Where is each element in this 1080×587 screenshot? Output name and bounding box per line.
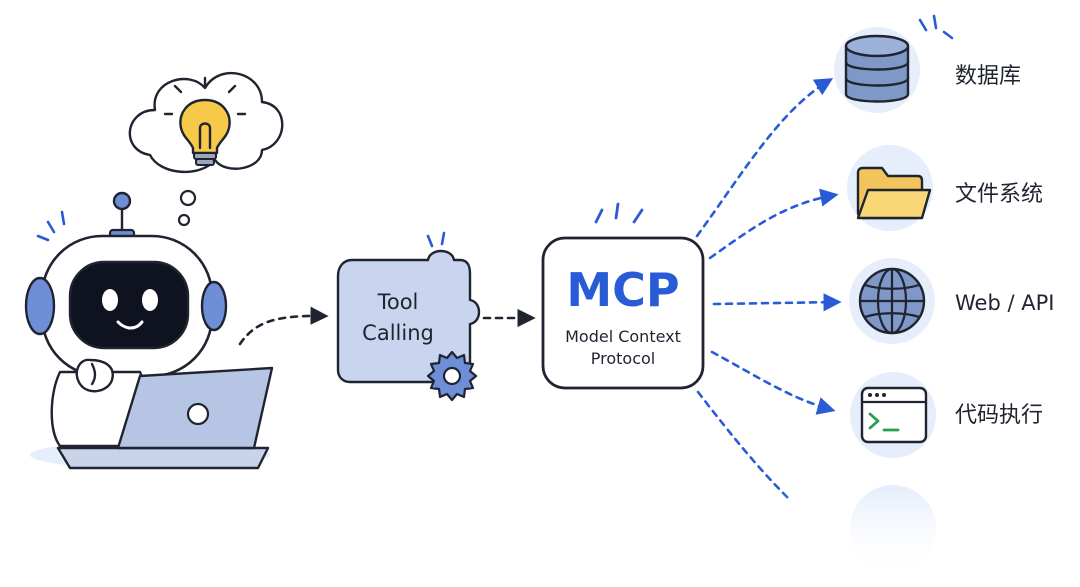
- robot-ear-left: [24, 276, 56, 336]
- edge-mcp-to-web: [712, 293, 842, 312]
- edge-mcp-to-code: [710, 350, 836, 415]
- edge-mcp-to-more: [696, 390, 792, 502]
- mcp-node: MCP Model Context Protocol: [541, 202, 705, 390]
- lightbulb-icon: [163, 76, 247, 166]
- mcp-title: MCP: [566, 263, 679, 317]
- robot-group: [24, 71, 284, 470]
- edge-mcp-to-filesystem: [708, 188, 839, 260]
- mcp-box: [541, 236, 705, 390]
- bottom-fade-overlay: [760, 490, 1080, 587]
- arrow-robot-to-tool: [238, 306, 329, 346]
- laptop-icon: [56, 366, 274, 470]
- edge-mcp-to-database: [695, 78, 834, 238]
- resource-label-web-api: Web / API: [955, 291, 1054, 315]
- mcp-subtitle-line1: Model Context: [565, 327, 681, 346]
- tool-calling-line2: Calling: [362, 321, 434, 345]
- globe-icon: [858, 267, 926, 335]
- resource-filesystem: 文件系统: [847, 145, 1043, 231]
- resource-database: 数据库: [834, 14, 1021, 113]
- robot-face-screen: [68, 260, 190, 350]
- resource-web-api: Web / API: [849, 258, 1054, 344]
- tool-calling-line1: Tool: [377, 290, 419, 314]
- tool-calling-node: Tool Calling: [336, 231, 481, 402]
- terminal-icon: [860, 386, 928, 444]
- resource-label-code-execution: 代码执行: [955, 403, 1043, 428]
- robot-ear-right: [200, 280, 228, 332]
- folder-icon: [856, 166, 932, 220]
- resource-label-filesystem: 文件系统: [955, 182, 1043, 207]
- mcp-subtitle-line2: Protocol: [591, 349, 655, 368]
- resource-label-database: 数据库: [955, 64, 1021, 89]
- gear-icon: [426, 350, 478, 402]
- database-icon: [844, 34, 910, 103]
- resource-code-execution: 代码执行: [850, 372, 1043, 458]
